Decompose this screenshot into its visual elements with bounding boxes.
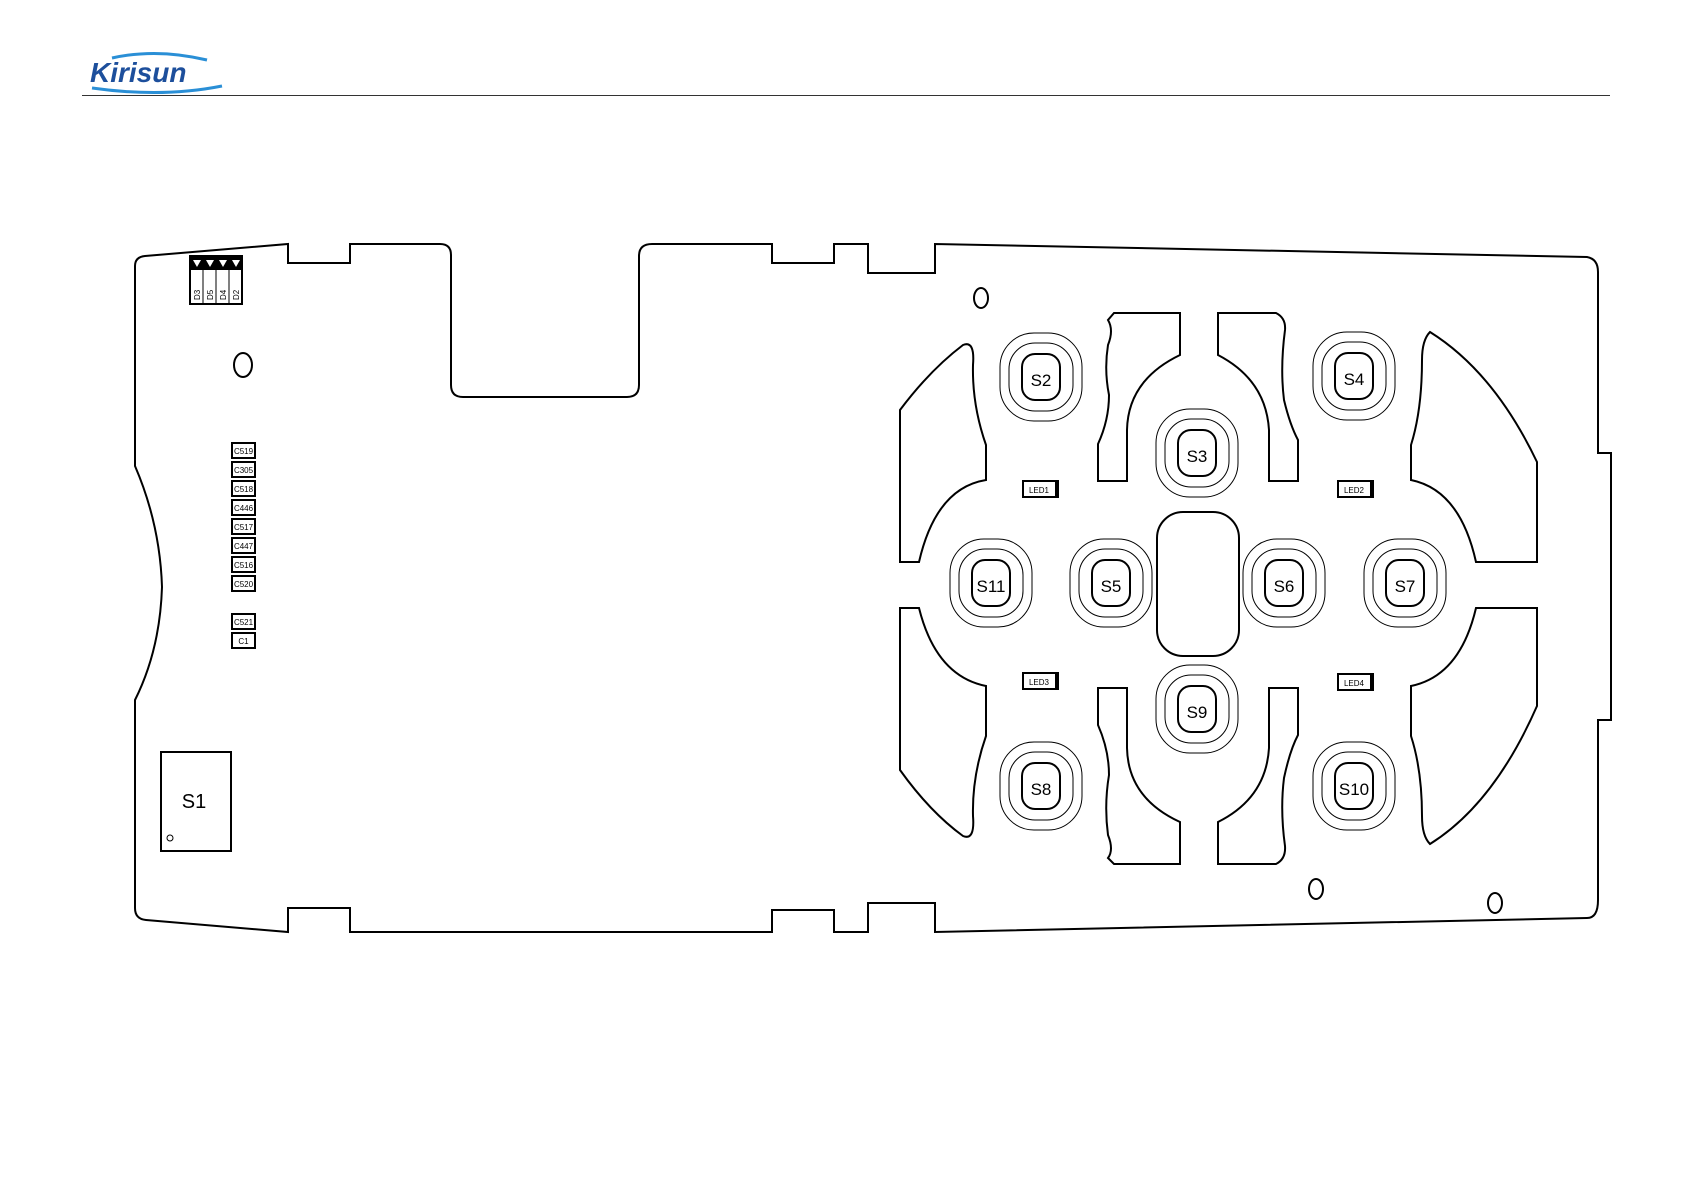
capacitor: C305 (232, 462, 255, 477)
pin1-marker (167, 835, 173, 841)
keypad-cutout (1411, 608, 1537, 844)
capacitor-label: C521 (234, 618, 254, 627)
diode-label: D5 (206, 289, 215, 300)
switch-label: S1 (182, 791, 206, 813)
keypad-cutout (1218, 313, 1298, 481)
capacitor: C516 (232, 557, 255, 572)
led3: LED3 (1023, 673, 1058, 689)
key-label: S2 (1031, 371, 1052, 390)
key-s9: S9 (1156, 665, 1238, 753)
capacitor: C518 (232, 481, 255, 496)
capacitor: C521 (232, 614, 255, 629)
key-s10: S10 (1313, 742, 1395, 830)
center-window-cutout (1157, 512, 1239, 656)
switch-s1: S1 (161, 752, 231, 851)
key-s11: S11 (950, 539, 1032, 627)
led-label: LED3 (1029, 678, 1050, 687)
capacitor-label: C520 (234, 580, 254, 589)
key-s6: S6 (1243, 539, 1325, 627)
mounting-hole (234, 353, 252, 377)
key-label: S5 (1101, 577, 1122, 596)
keypad-cutout (1098, 688, 1180, 864)
key-s7: S7 (1364, 539, 1446, 627)
key-label: S9 (1187, 703, 1208, 722)
key-label: S6 (1274, 577, 1295, 596)
led4: LED4 (1338, 674, 1373, 690)
led2: LED2 (1338, 481, 1373, 497)
key-s4: S4 (1313, 332, 1395, 420)
keypad-cutout (900, 344, 986, 562)
diode-group: D3 D5 D4 D2 (190, 256, 242, 304)
key-s8: S8 (1000, 742, 1082, 830)
key-s3: S3 (1156, 409, 1238, 497)
capacitor-label: C1 (238, 637, 249, 646)
capacitor-label: C518 (234, 485, 254, 494)
capacitor: C519 (232, 443, 255, 458)
key-label: S8 (1031, 780, 1052, 799)
capacitor: C446 (232, 500, 255, 515)
key-label: S4 (1344, 370, 1365, 389)
capacitor-label: C516 (234, 561, 254, 570)
led-label: LED2 (1344, 486, 1365, 495)
led1: LED1 (1023, 481, 1058, 497)
capacitor: C1 (232, 633, 255, 648)
capacitor: C517 (232, 519, 255, 534)
capacitor-group: C519 C305 C518 C446 C517 C447 C516 C520 … (232, 443, 255, 648)
keypad-cutout (1411, 332, 1537, 562)
diode-label: D4 (219, 289, 228, 300)
capacitor-label: C446 (234, 504, 254, 513)
key-s5: S5 (1070, 539, 1152, 627)
capacitor-label: C519 (234, 447, 254, 456)
mounting-hole (974, 288, 988, 308)
key-label: S10 (1339, 780, 1369, 799)
key-label: S3 (1187, 447, 1208, 466)
key-label: S7 (1395, 577, 1416, 596)
led-label: LED1 (1029, 486, 1050, 495)
diode-label: D3 (193, 289, 202, 300)
led-label: LED4 (1344, 679, 1365, 688)
keypad-cutout (1218, 688, 1298, 864)
capacitor: C520 (232, 576, 255, 591)
keypad-cutout (900, 608, 986, 837)
key-s2: S2 (1000, 333, 1082, 421)
capacitor: C447 (232, 538, 255, 553)
mounting-hole (1488, 893, 1502, 913)
capacitor-label: C447 (234, 542, 254, 551)
key-label: S11 (977, 577, 1006, 596)
diode-label: D2 (232, 289, 241, 300)
mounting-hole (1309, 879, 1323, 899)
capacitor-label: C517 (234, 523, 254, 532)
keypad-cutout (1098, 313, 1180, 481)
capacitor-label: C305 (234, 466, 254, 475)
